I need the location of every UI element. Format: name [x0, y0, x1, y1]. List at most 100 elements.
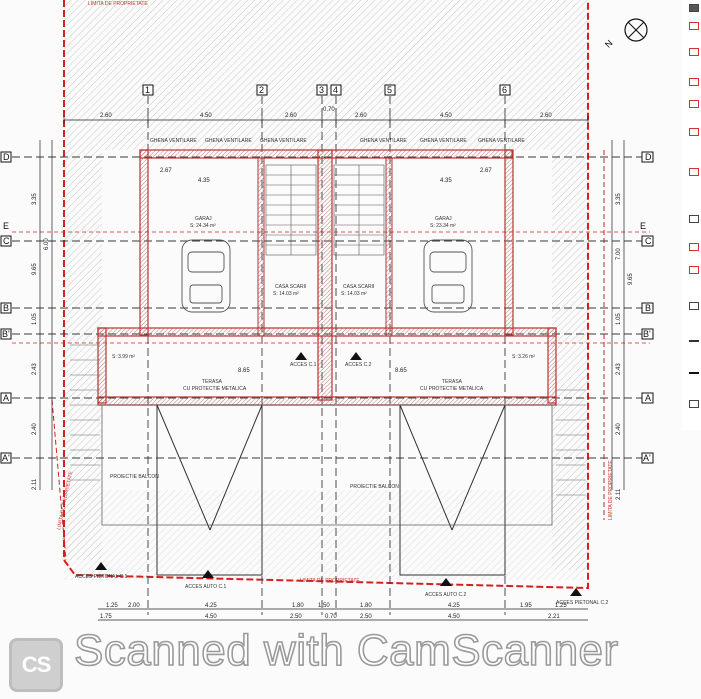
vent-shaft-label-3: GHENA VENTILARE [260, 138, 307, 144]
dim-left-1: 6.00 [44, 238, 50, 250]
dim-right-6: 2.11 [616, 488, 622, 500]
dim-bottom2-1: 4.50 [205, 614, 217, 620]
left-axis-bubbles [0, 151, 12, 464]
stair-left-label: CASA SCARII [275, 284, 306, 290]
axis-label-1: 1 [145, 85, 150, 95]
side-stair-left [70, 344, 100, 481]
axis-label-d-right: D [645, 152, 652, 162]
legend-swatch [689, 215, 699, 223]
dim-right-3: 1.05 [616, 313, 622, 325]
dim-left-5: 2.40 [32, 423, 38, 435]
axis-label-5: 5 [387, 85, 392, 95]
dim-bottom2-0: 1.75 [100, 614, 112, 620]
dim-bottom2-6: 2.21 [548, 614, 560, 620]
axis-label-b2-left: B' [2, 329, 10, 339]
building-walls [97, 149, 557, 406]
left-dimension-lines [39, 140, 53, 490]
legend-swatch [689, 48, 699, 56]
axis-label-e-right: E [640, 221, 646, 231]
dim-right-2: 9.65 [628, 273, 634, 285]
axis-label-b2-right: B' [643, 329, 651, 339]
axis-label-2: 2 [259, 85, 264, 95]
balcony-right-label: PROIECTIE BALCON [350, 484, 399, 490]
balcony-projection [101, 404, 553, 526]
dim-bottom1-3: 1.80 [292, 603, 304, 609]
dim-inner-2: 8.65 [238, 368, 250, 374]
top-axis-bubbles [142, 84, 511, 96]
garage-right-area: S: 23.34 m² [430, 223, 456, 229]
legend-swatch [689, 4, 699, 12]
axis-label-d-left: D [3, 152, 10, 162]
axis-label-b-left: B [3, 303, 9, 313]
axis-label-a2-left: A' [2, 453, 10, 463]
legend-swatch [689, 266, 699, 274]
camscanner-logo-text: CS [21, 652, 52, 677]
axis-label-b-right: B [645, 303, 651, 313]
property-limit-top-label: LIMITA DE PROPRIETATE [88, 1, 148, 7]
property-limit-line [63, 0, 589, 590]
vent-shaft-label-6: GHENA VENTILARE [478, 138, 525, 144]
access-auto-1: ACCES AUTO C.1 [185, 584, 227, 590]
terrace-left-label: TERASA [202, 379, 223, 385]
yard-hatch-top [64, 0, 588, 150]
legend-strip [682, 0, 701, 430]
vent-shaft-label-5: GHENA VENTILARE [420, 138, 467, 144]
dim-left-3: 1.05 [32, 313, 38, 325]
dim-top-6: 2.60 [540, 113, 552, 119]
legend-swatch [689, 78, 699, 86]
terrace-left-sub: CU PROTECTIE METALICA [183, 386, 247, 392]
camscanner-logo: CS [9, 638, 63, 692]
scanner-watermark: Scanned with CamScanner [73, 625, 619, 676]
bottom-dimension-lines [98, 608, 588, 621]
dim-bottom1-8: 1.25 [555, 603, 567, 609]
access-entrance-2: ACCES C.2 [345, 362, 372, 368]
legend-swatch [689, 340, 699, 342]
balcony-left-label: PROIECTIE BALCON [110, 474, 159, 480]
dim-inner-0: 4.35 [198, 178, 210, 184]
car-left [181, 239, 231, 313]
dim-right-5: 2.40 [616, 423, 622, 435]
legend-swatch [689, 400, 699, 408]
stair-left [265, 164, 317, 256]
dim-bottom1-0: 1.25 [106, 603, 118, 609]
dim-top-1: 4.50 [200, 113, 212, 119]
vent-shaft-label-2: GHENA VENTILARE [205, 138, 252, 144]
property-limit-line-left2 [51, 399, 67, 561]
dim-left-4: 2.43 [32, 363, 38, 375]
dim-top-3: 0.70 [323, 107, 335, 113]
north-arrow: N [603, 18, 648, 50]
dim-bottom1-1: 2.00 [128, 603, 140, 609]
right-axis-bubbles [641, 151, 654, 464]
stair-right [333, 164, 385, 256]
axis-label-3: 3 [319, 85, 324, 95]
legend-swatch [689, 243, 699, 251]
property-limit-right-label: LIMITA DE PROPRIETATE [608, 460, 614, 520]
legend-swatch [689, 128, 699, 136]
dim-bottom1-2: 4.25 [205, 603, 217, 609]
dim-bottom1-6: 4.25 [448, 603, 460, 609]
dim-row2-0: 2.67 [160, 168, 172, 174]
stair-left-area: S: 14.03 m² [273, 291, 299, 297]
access-pedestrian-2: ACCES PIETONAL C.2 [556, 600, 608, 606]
stair-right-label: CASA SCARII [343, 284, 374, 290]
legend-swatch [689, 372, 699, 374]
access-entrance-1: ACCES C.1 [290, 362, 317, 368]
terrace-right-sub: CU PROTECTIE METALICA [420, 386, 484, 392]
dim-bottom2-3: 0.70 [325, 614, 337, 620]
vent-shaft-label-4: GHENA VENTILARE [360, 138, 407, 144]
garage-left-label: GARAJ [195, 216, 212, 222]
legend-swatch [689, 168, 699, 176]
axis-label-a-right: A [645, 393, 651, 403]
dim-right-0: 3.35 [616, 193, 622, 205]
property-limit-bottom-label: LIMITA DE PROPRIETATE [300, 578, 360, 584]
vent-shaft-label-1: GHENA VENTILARE [150, 138, 197, 144]
dim-left-0: 3.35 [32, 193, 38, 205]
driveway-right [399, 404, 506, 576]
dim-top-2: 2.60 [285, 113, 297, 119]
dim-inner-3: 8.65 [395, 368, 407, 374]
dim-top-0: 2.60 [100, 113, 112, 119]
axis-label-a-left: A [3, 393, 9, 403]
north-label: N [603, 38, 615, 50]
